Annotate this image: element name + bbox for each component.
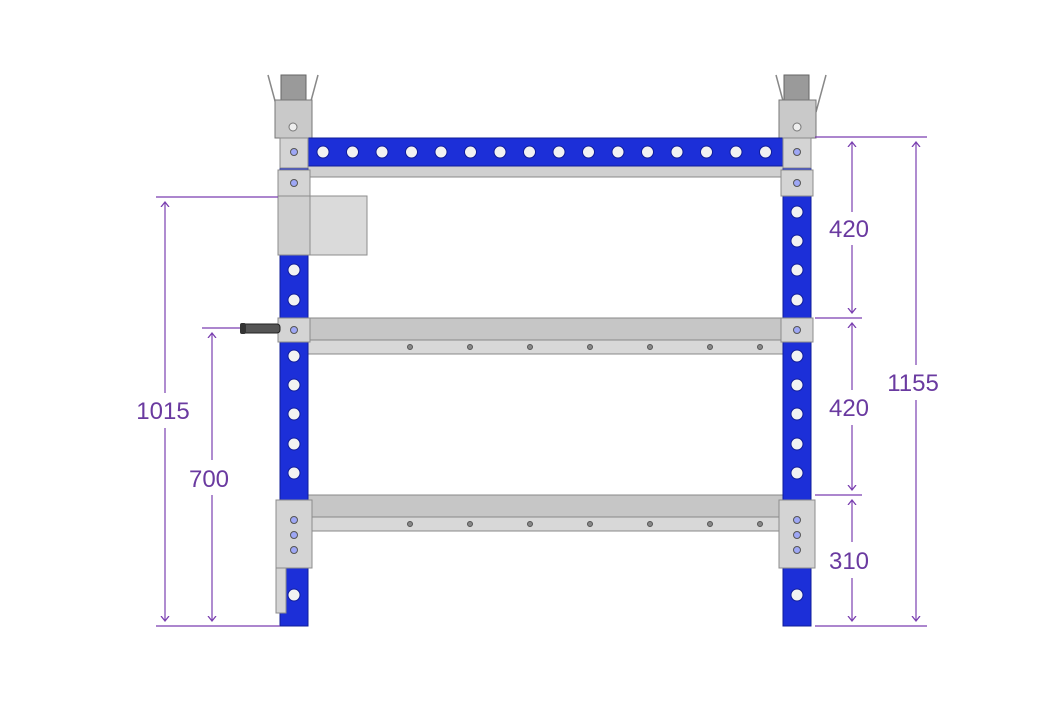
frame-hole	[790, 378, 804, 392]
frame-hole	[287, 407, 301, 421]
frame-hole	[405, 145, 418, 159]
bolt	[793, 179, 801, 187]
bolt	[290, 546, 298, 554]
frame-hole	[287, 588, 301, 602]
frame-hole	[611, 145, 625, 159]
rail-bolt	[647, 344, 653, 350]
frame-hole	[790, 349, 804, 363]
frame-hole	[700, 145, 713, 159]
rail-bolt	[587, 521, 593, 527]
frame-hole	[790, 588, 804, 602]
right-top-mount	[775, 74, 827, 139]
frame-hole	[552, 145, 566, 159]
rail-bolt	[647, 521, 653, 527]
rail-bolt	[707, 344, 713, 350]
frame-hole	[582, 145, 595, 159]
joint-plate	[780, 317, 814, 343]
dim-label-plate-height: 1015	[136, 398, 189, 425]
frame-hole	[790, 407, 804, 421]
rail-bolt	[527, 344, 533, 350]
frame-hole	[790, 263, 804, 277]
frame-hole	[464, 145, 477, 159]
frame-hole	[670, 145, 684, 159]
bolt	[793, 546, 801, 554]
dim-label-lower-shelf-to-floor: 310	[829, 548, 869, 575]
bolt	[290, 326, 298, 334]
rail-bolt	[587, 344, 593, 350]
upper-left-plate	[277, 195, 368, 256]
bolt	[793, 326, 801, 334]
frame-hole	[790, 234, 804, 248]
frame-hole	[790, 466, 804, 480]
bolt	[290, 148, 298, 156]
frame-hole	[287, 349, 301, 363]
frame-hole	[434, 145, 448, 159]
handle	[240, 323, 281, 334]
frame-hole	[287, 437, 301, 451]
rail-bolt	[407, 344, 413, 350]
frame-hole	[287, 293, 301, 307]
frame-hole	[287, 263, 301, 277]
dim-label-overall-height: 1155	[887, 370, 939, 397]
frame-hole	[790, 205, 804, 219]
rail-bolt	[527, 521, 533, 527]
joint-plate	[275, 567, 287, 614]
left-top-mount	[267, 74, 319, 139]
dim-label-upper-to-lower-shelf: 420	[829, 395, 869, 422]
frame-hole	[523, 145, 536, 159]
rail-bolt	[407, 521, 413, 527]
joint-connectors	[275, 137, 816, 614]
frame-hole	[375, 145, 389, 159]
frame-holes	[287, 145, 804, 602]
dimension-lines	[156, 136, 927, 627]
top-shelf-rail	[307, 164, 784, 178]
bolt	[793, 531, 801, 539]
frame-hole	[493, 145, 507, 159]
frame-hole	[316, 145, 330, 159]
dim-label-handle-height: 700	[189, 466, 229, 493]
bolt	[793, 516, 801, 524]
frame-hole	[287, 466, 301, 480]
joint-plate	[780, 169, 814, 197]
rail-bolt	[467, 521, 473, 527]
frame-hole	[729, 145, 743, 159]
frame-hole	[759, 145, 772, 159]
bolt	[793, 148, 801, 156]
rail-bolt	[757, 344, 763, 350]
dim-label-top-to-upper-shelf: 420	[829, 216, 869, 243]
bolt	[290, 179, 298, 187]
rail-bolt	[757, 521, 763, 527]
bolt	[290, 516, 298, 524]
rail-bolt	[707, 521, 713, 527]
frame-hole	[287, 378, 301, 392]
frame-hole	[346, 145, 359, 159]
frame-hole	[790, 293, 804, 307]
rail-bolt	[467, 344, 473, 350]
frame-hole	[790, 437, 804, 451]
bolt	[290, 531, 298, 539]
frame-hole	[641, 145, 654, 159]
